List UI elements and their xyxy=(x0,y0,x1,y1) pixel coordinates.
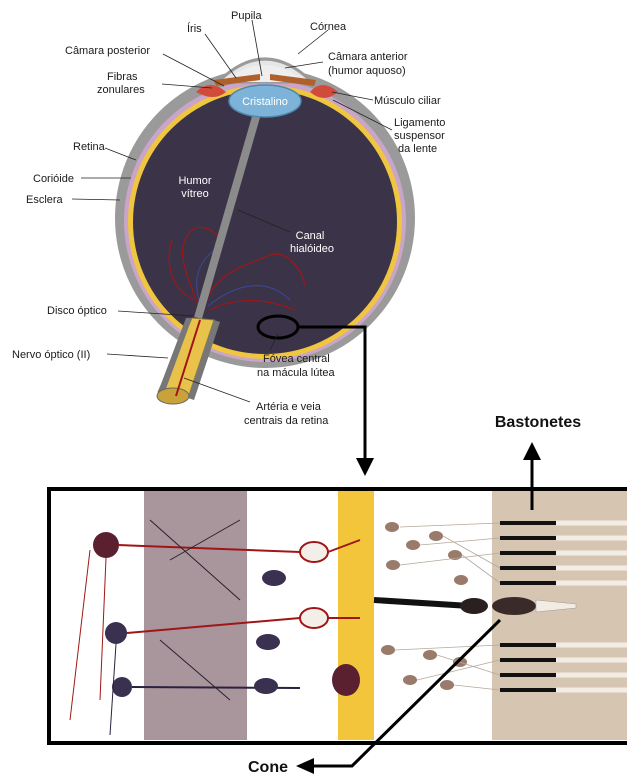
label-ciliary-muscle: Músculo ciliar xyxy=(374,95,441,107)
arrow-left-icon xyxy=(296,758,314,774)
label-ligament-1: Ligamento xyxy=(394,117,445,129)
label-pupil: Pupila xyxy=(231,10,262,22)
label-optic-disc: Disco óptico xyxy=(47,305,107,317)
label-cornea: Córnea xyxy=(310,21,347,33)
label-posterior-chamber: Câmara posterior xyxy=(65,45,150,57)
label-hyaloid-2: hialóideo xyxy=(290,243,334,255)
arrow-up-icon xyxy=(523,442,541,460)
label-hyaloid-1: Canal xyxy=(296,230,325,242)
photoreceptor-band xyxy=(492,491,627,740)
label-iris: Íris xyxy=(187,22,202,35)
label-retina: Retina xyxy=(73,141,106,153)
label-sclera: Esclera xyxy=(26,194,64,206)
label-lens: Cristalino xyxy=(242,96,288,108)
label-anterior-chamber: Câmara anterior xyxy=(328,51,408,63)
label-anterior-chamber-sub: (humor aquoso) xyxy=(328,65,406,77)
label-rods: Bastonetes xyxy=(495,414,581,431)
label-optic-nerve: Nervo óptico (II) xyxy=(12,349,90,361)
label-artery-2: centrais da retina xyxy=(244,415,329,427)
label-zonular-fibers-2: zonulares xyxy=(97,84,145,96)
arrow-down-icon xyxy=(356,458,374,476)
macula-band xyxy=(338,491,374,740)
label-ligament-3: da lente xyxy=(398,143,437,155)
label-vitreous-2: vítreo xyxy=(181,188,209,200)
label-fovea-2: na mácula lútea xyxy=(257,367,336,379)
label-choroid: Corióide xyxy=(33,173,74,185)
label-ligament-2: suspensor xyxy=(394,130,445,142)
label-cone: Cone xyxy=(248,759,288,776)
label-vitreous-1: Humor xyxy=(178,175,211,187)
label-artery-1: Artéria e veia xyxy=(256,401,322,413)
label-zonular-fibers: Fibras xyxy=(107,71,138,83)
retina-detail xyxy=(49,489,627,743)
label-fovea-1: Fóvea central xyxy=(263,353,330,365)
